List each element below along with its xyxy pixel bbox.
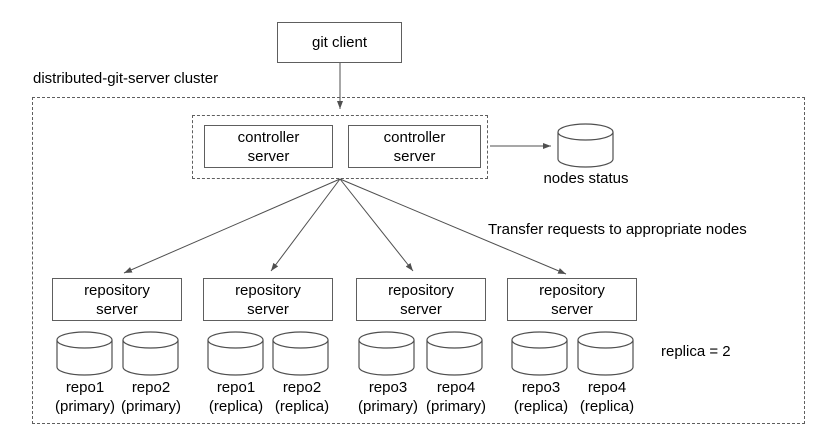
repo-name: repo3 <box>521 379 561 396</box>
repo-name: repo2 <box>131 379 171 396</box>
repository-server-node-4: repository server <box>507 278 637 321</box>
git-client-label: git client <box>311 34 368 51</box>
repo-label-repo2-replica: repo2 (replica) <box>256 378 348 416</box>
repo-role: (primary) <box>358 398 418 415</box>
repository-server-1-label-line2: server <box>96 300 138 318</box>
repository-server-4-label-line1: repository <box>539 281 605 299</box>
controller-server-2-label-line1: controller <box>383 128 446 146</box>
repo-name: repo3 <box>368 379 408 396</box>
repo-role: (primary) <box>55 398 115 415</box>
repo-label-repo3-replica: repo3 (replica) <box>495 378 587 416</box>
repo-role: (primary) <box>426 398 486 415</box>
cluster-boundary <box>32 97 805 424</box>
repo-name: repo4 <box>587 379 627 396</box>
repo-role: (replica) <box>579 398 635 415</box>
repository-server-3-label-line2: server <box>400 300 442 318</box>
repo-role: (replica) <box>208 398 264 415</box>
repo-name: repo2 <box>282 379 322 396</box>
transfer-note: Transfer requests to appropriate nodes <box>488 221 747 238</box>
repo-label-repo1-primary: repo1 (primary) <box>39 378 131 416</box>
repo-role: (replica) <box>513 398 569 415</box>
repository-server-node-1: repository server <box>52 278 182 321</box>
nodes-status-label: nodes status <box>543 170 629 187</box>
repo-role: (primary) <box>121 398 181 415</box>
repo-label-repo3-primary: repo3 (primary) <box>342 378 434 416</box>
repo-label-repo4-replica: repo4 (replica) <box>561 378 653 416</box>
repo-label-repo4-primary: repo4 (primary) <box>410 378 502 416</box>
repo-role: (replica) <box>274 398 330 415</box>
repo-name: repo1 <box>216 379 256 396</box>
repo-label-repo2-primary: repo2 (primary) <box>105 378 197 416</box>
repository-server-3-label-line1: repository <box>388 281 454 299</box>
repository-server-4-label-line2: server <box>551 300 593 318</box>
cluster-title: distributed-git-server cluster <box>33 70 219 87</box>
replica-note: replica = 2 <box>661 343 731 360</box>
controller-server-1-label-line2: server <box>247 147 290 165</box>
repository-server-1-label-line1: repository <box>84 281 150 299</box>
repository-server-node-3: repository server <box>356 278 486 321</box>
repo-name: repo1 <box>65 379 105 396</box>
repository-server-2-label-line1: repository <box>235 281 301 299</box>
controller-server-node-1: controller server <box>204 125 333 168</box>
controller-server-node-2: controller server <box>348 125 481 168</box>
repository-server-2-label-line2: server <box>247 300 289 318</box>
controller-server-2-label-line2: server <box>393 147 436 165</box>
repo-label-repo1-replica: repo1 (replica) <box>190 378 282 416</box>
controller-server-1-label-line1: controller <box>237 128 300 146</box>
repo-name: repo4 <box>436 379 476 396</box>
repository-server-node-2: repository server <box>203 278 333 321</box>
git-client-node: git client <box>277 22 402 63</box>
controller-group-boundary <box>192 115 488 179</box>
